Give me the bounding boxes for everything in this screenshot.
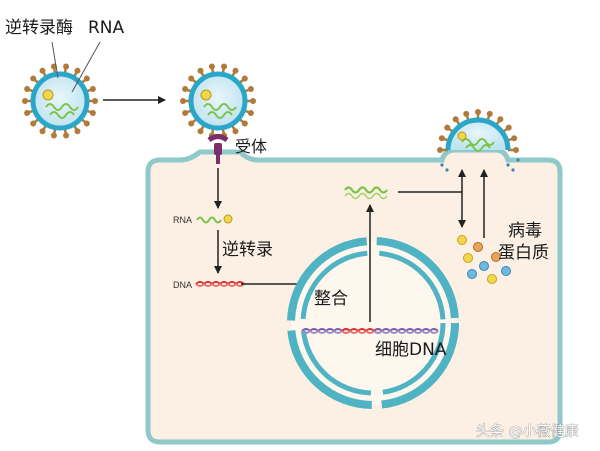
reverse-transcriptase-label: 逆转录酶 [5, 18, 73, 38]
nucleus-outer [287, 237, 459, 409]
reverse-transcription-label: 逆转录 [222, 240, 273, 260]
viral-dna [195, 281, 245, 287]
viral-protein-dots [457, 235, 511, 284]
mrna-strand-2 [344, 192, 388, 200]
binding-virus [180, 63, 256, 139]
mrna-strand [344, 186, 388, 194]
rna-small-label: RNA [173, 215, 192, 225]
receptor [207, 134, 229, 164]
cell-dna [301, 328, 439, 334]
receptor-label: 受体 [235, 137, 267, 156]
budding-virus [437, 109, 520, 172]
cell-dna-label: 细胞DNA [375, 340, 447, 360]
viral-protein-label-1: 病毒 [508, 221, 542, 241]
nucleus-inner [300, 250, 446, 396]
rna-pointer [71, 41, 101, 93]
viral-protein-label-2: 蛋白质 [498, 243, 549, 263]
rna-label-top: RNA [88, 18, 125, 38]
reverse-transcriptase-dot [223, 214, 233, 224]
rt-pointer [51, 41, 59, 79]
free-virus [22, 63, 98, 139]
viral-rna-strand [196, 216, 222, 224]
integration-label: 整合 [314, 289, 348, 309]
watermark: 头条 @小薇健康 [476, 423, 578, 440]
dna-small-label: DNA [173, 280, 192, 290]
